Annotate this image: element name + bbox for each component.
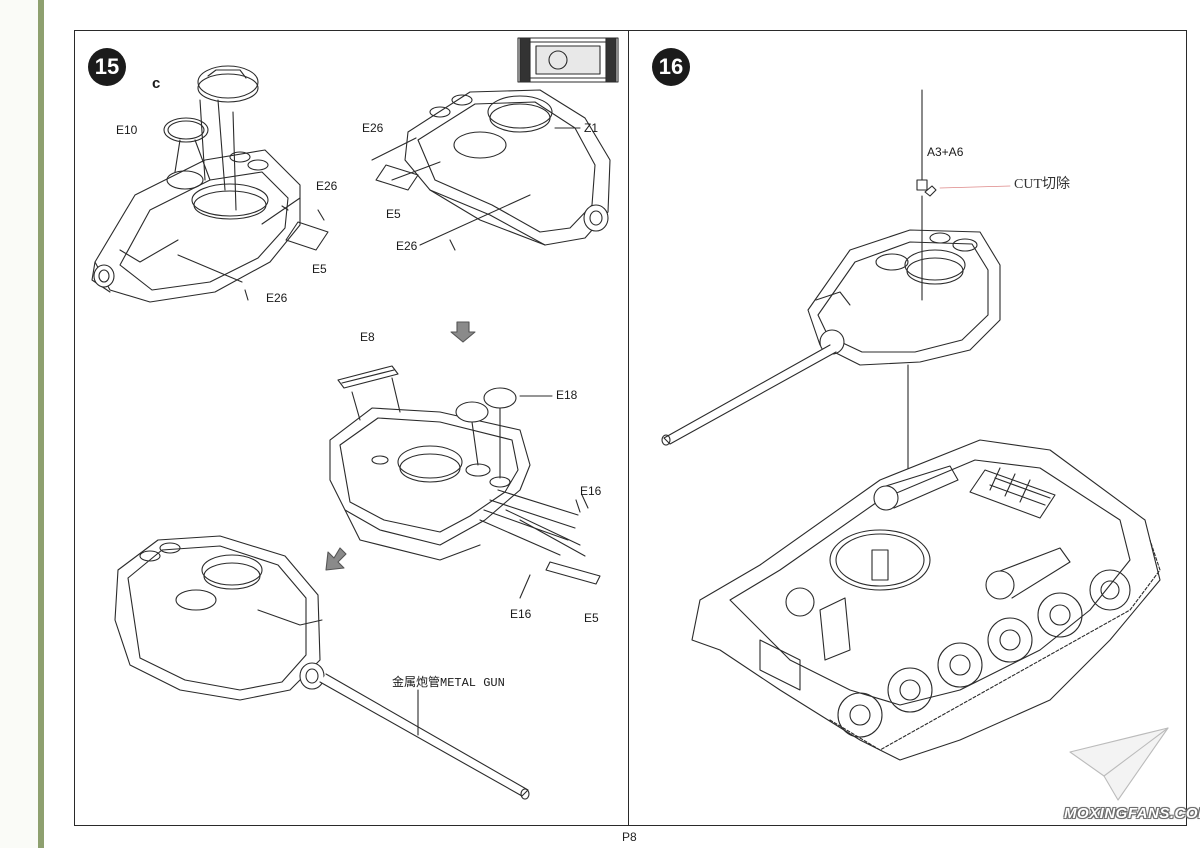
step-16-badge: 16 — [652, 48, 690, 86]
part-label-e8: E8 — [360, 330, 375, 344]
part-label-a3-a6: A3+A6 — [927, 145, 964, 159]
part-label-e16-a: E16 — [580, 484, 602, 498]
part-label-e26-b: E26 — [266, 291, 288, 305]
watermark-text: MOXINGFANS.COM — [1064, 805, 1200, 822]
paper-plane-logo — [1069, 727, 1169, 801]
part-label-e26-a: E26 — [316, 179, 338, 193]
step-diagonal-arrow — [325, 547, 347, 571]
part-label-e18: E18 — [556, 388, 578, 402]
turret-drawing-2 — [371, 89, 611, 251]
panel-divider — [628, 30, 629, 826]
part-label-e26-c: E26 — [362, 121, 384, 135]
part-label-e5-a: E5 — [312, 262, 327, 276]
part-label-e5-c: E5 — [584, 611, 599, 625]
hull-drawing — [691, 439, 1161, 761]
instruction-frame — [74, 30, 1187, 826]
binding-line — [38, 0, 44, 848]
mini-reference-drawing — [517, 37, 619, 83]
part-label-e26-d: E26 — [396, 239, 418, 253]
turret-drawing-4 — [114, 535, 530, 800]
part-label-z1: Z1 — [584, 121, 599, 135]
page-number: P8 — [622, 830, 637, 844]
cut-note: CUT切除 — [1014, 177, 1070, 192]
part-label-e5-b: E5 — [386, 207, 401, 221]
part-label-e16-b: E16 — [510, 607, 532, 621]
metal-gun-label: 金属炮管METAL GUN — [392, 676, 505, 690]
step-down-arrow-1 — [450, 321, 476, 343]
left-margin-strip — [0, 0, 38, 848]
turret-drawing-16 — [661, 89, 1011, 561]
part-label-e10: E10 — [116, 123, 138, 137]
step-15-badge: 15 — [88, 48, 126, 86]
turret-drawing-1 — [91, 65, 329, 303]
turret-drawing-3 — [329, 365, 601, 599]
part-label-c: c — [152, 75, 161, 92]
